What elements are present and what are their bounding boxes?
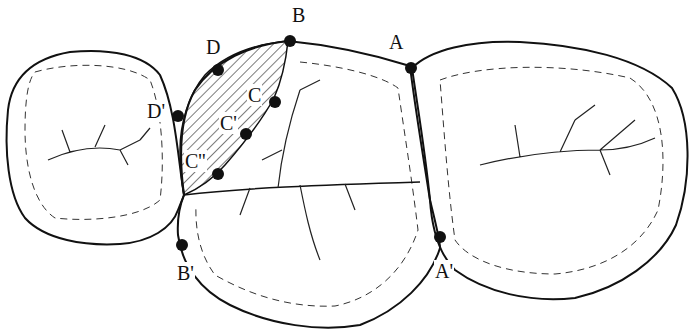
right-tooth-outline (412, 42, 688, 299)
point-label: C'' (184, 150, 207, 172)
point-dots (172, 35, 446, 251)
left-tooth-inner (25, 65, 162, 219)
point-label: A' (434, 260, 454, 282)
middle-tooth-fissures (240, 80, 355, 260)
point-label: B (291, 4, 306, 26)
middle-tooth-outline (178, 41, 440, 328)
point-label: A (388, 31, 404, 53)
point-dot (434, 231, 446, 243)
point-label: D (205, 36, 221, 58)
hatched-region (180, 41, 288, 195)
left-tooth-outline (7, 51, 184, 244)
point-dot (269, 96, 281, 108)
point-label: C' (219, 112, 238, 134)
middle-tooth-inner (196, 62, 418, 306)
left-tooth-fissures (48, 125, 150, 165)
point-dot (172, 110, 184, 122)
right-tooth-inner (440, 67, 663, 274)
point-label: D' (146, 100, 166, 122)
point-label: C (247, 84, 262, 106)
point-label: B' (176, 262, 195, 284)
point-dot (212, 168, 224, 180)
point-dot (405, 62, 417, 74)
point-dot (284, 35, 296, 47)
point-dot (212, 64, 224, 76)
point-dot (176, 239, 188, 251)
point-dot (240, 128, 252, 140)
right-tooth-fissures (480, 105, 655, 175)
